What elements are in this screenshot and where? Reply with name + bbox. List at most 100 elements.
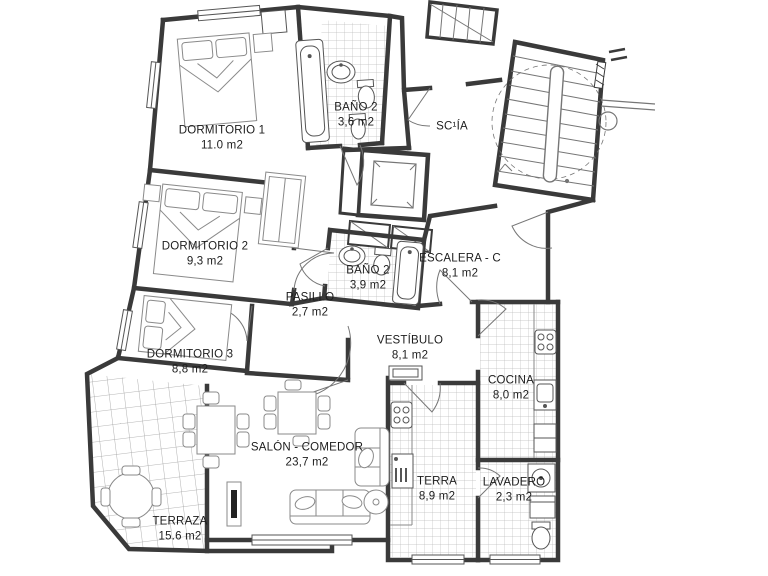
toilet-icon	[373, 246, 392, 276]
door-arc	[339, 144, 365, 187]
nightstand	[243, 196, 263, 215]
room-label-lavadero: LAVADERO 2,3 m2	[483, 475, 546, 504]
door-arc	[436, 269, 473, 305]
room-name: ESCALERA - C	[419, 252, 501, 265]
lavadero-fixtures	[527, 463, 556, 550]
salon-furniture	[182, 379, 390, 527]
counter-unit	[533, 423, 557, 453]
room-name: DORMITORIO 1	[178, 124, 266, 137]
room-label-terra: TERRA 8,9 m2	[417, 474, 457, 503]
door-arc	[477, 299, 507, 337]
stove-icon	[534, 329, 557, 355]
room-area: 3,6 m2	[337, 116, 375, 128]
windows	[116, 4, 541, 565]
window	[146, 61, 161, 109]
room-label-dormitorio-3: DORMITORIO 3 8,8 m2	[147, 347, 234, 376]
round-table-icon	[100, 465, 162, 528]
sink-icon	[338, 245, 366, 267]
nightstand	[142, 183, 162, 203]
kitchen-fixtures	[533, 304, 557, 458]
bed-icon	[176, 32, 274, 128]
washer-icon	[529, 495, 556, 519]
room-name: BAÑO 2	[346, 264, 390, 277]
window	[251, 534, 353, 546]
room-name: TERRA	[417, 475, 457, 488]
upper-stair-stub	[425, 0, 499, 46]
terra-fixtures	[390, 385, 414, 526]
room-area: 2,7 m2	[291, 306, 329, 318]
room-name: LAVADERO	[482, 476, 546, 489]
room-label-vestibulo: VESTÍBULO 8,1 m2	[377, 333, 443, 362]
room-area: 8,9 m2	[418, 490, 456, 502]
bidet-icon	[348, 112, 367, 140]
room-name: TERRAZA	[152, 515, 208, 528]
nightstand	[252, 32, 274, 54]
room-label-bano-2: BAÑO 2 3,9 m2	[346, 263, 389, 292]
bathroom-fixtures	[295, 38, 424, 306]
toilet-icon	[531, 521, 551, 550]
room-area: 11.0 m2	[200, 139, 244, 151]
room-label-terraza: TERRAZA 15.6 m2	[152, 514, 207, 543]
washer-icon	[391, 453, 414, 489]
window	[489, 554, 541, 565]
room-label-salon-comedor: SALÓN - COMEDOR 23,7 m2	[251, 440, 363, 469]
dining-table-icon	[263, 379, 331, 447]
room-label-scia: SC¹ÍA	[436, 120, 468, 135]
room-name: COCINA	[488, 374, 534, 387]
sink-icon	[527, 463, 556, 493]
room-label-escalera-c: ESCALERA - C 8,1 m2	[419, 251, 501, 280]
room-name: VESTÍBULO	[376, 334, 444, 347]
room-name: SALÓN - COMEDOR	[250, 441, 364, 454]
room-label-cocina: COCINA 8,0 m2	[488, 373, 534, 402]
bedroom-furniture	[137, 32, 307, 361]
window	[132, 201, 149, 250]
bed-icon	[142, 183, 263, 283]
room-area: 9,3 m2	[186, 255, 224, 267]
room-area: 8,1 m2	[391, 349, 429, 361]
door-arc	[293, 247, 335, 291]
terraza-furniture	[100, 465, 162, 528]
room-name: PASILLO	[285, 291, 335, 304]
room-name: SC¹ÍA	[436, 120, 468, 133]
stair-railing	[542, 65, 565, 183]
staircase	[491, 39, 607, 203]
sink-icon	[533, 379, 557, 411]
bathtub-icon	[295, 38, 330, 144]
console-table	[388, 365, 423, 381]
elevator-car	[370, 160, 417, 209]
room-area: 23,7 m2	[285, 456, 329, 468]
round-table-icon	[363, 489, 389, 515]
exterior-stub-lines	[598, 47, 656, 131]
room-area: 8,1 m2	[441, 267, 479, 279]
stair-arrow	[497, 163, 513, 174]
window	[411, 554, 465, 565]
sofa-icon	[289, 489, 371, 525]
sink-icon	[326, 60, 356, 84]
bathtub-icon	[392, 240, 424, 306]
door-arc	[511, 211, 553, 249]
window	[197, 4, 261, 22]
toilet-icon	[356, 78, 375, 109]
bed-icon	[137, 295, 233, 361]
room-label-dormitorio-1: DORMITORIO 1 11.0 m2	[179, 123, 266, 152]
stair-circulation-circle	[491, 64, 607, 180]
chimney-box	[260, 9, 288, 35]
room-label-dormitorio-2: DORMITORIO 2 9,3 m2	[162, 239, 249, 268]
room-name: DORMITORIO 3	[146, 348, 234, 361]
room-label-pasillo: PASILLO 2,7 m2	[286, 290, 335, 319]
room-area: 3,9 m2	[349, 279, 387, 291]
dining-table-icon	[182, 391, 250, 469]
room-area: 8,8 m2	[171, 363, 209, 375]
room-name: DORMITORIO 2	[161, 240, 249, 253]
door-arc	[295, 325, 352, 399]
window	[116, 309, 133, 352]
room-area: 15.6 m2	[158, 530, 202, 542]
bathroom-top-floor	[316, 20, 388, 148]
door-arc	[407, 87, 431, 127]
room-name: BAÑO 2	[334, 101, 378, 114]
room-label-bano-2-superior: BAÑO 2 3,6 m2	[334, 100, 377, 129]
tv-cabinet-icon	[226, 481, 242, 527]
door-arc	[477, 467, 501, 499]
